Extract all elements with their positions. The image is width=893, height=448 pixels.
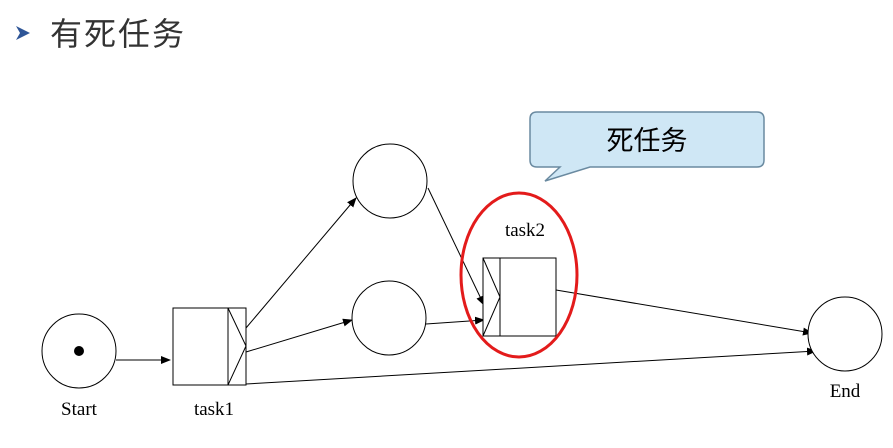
slide-title: 有死任务: [14, 8, 186, 56]
start-label: Start: [61, 399, 98, 420]
arcs: [116, 187, 817, 385]
place-upper: [352, 143, 428, 219]
task2-transition: [482, 257, 557, 337]
callout-label: 死任务: [607, 126, 688, 157]
callout-bubble: 死任务: [529, 111, 765, 182]
title-text: 有死任务: [50, 15, 187, 53]
arc-place-upper-to-task2: [427, 187, 485, 306]
task1-transition: [172, 307, 247, 386]
task1-label: task1: [194, 399, 234, 420]
place-lower: [351, 280, 427, 356]
arc-task2-to-end: [555, 289, 813, 336]
dead-task-highlight-ring: [459, 191, 579, 359]
arc-task1-to-place-upper: [245, 197, 357, 329]
start-place: [41, 313, 117, 389]
bullet-arrow-icon: [16, 26, 30, 40]
token-icon: [74, 346, 84, 356]
end-label: End: [830, 381, 861, 402]
arc-task1-to-end: [245, 347, 817, 385]
arc-place-lower-to-task2: [425, 316, 485, 325]
task2-label: task2: [505, 220, 545, 241]
arc-task1-to-place-lower: [245, 318, 353, 353]
end-place: [807, 296, 883, 372]
